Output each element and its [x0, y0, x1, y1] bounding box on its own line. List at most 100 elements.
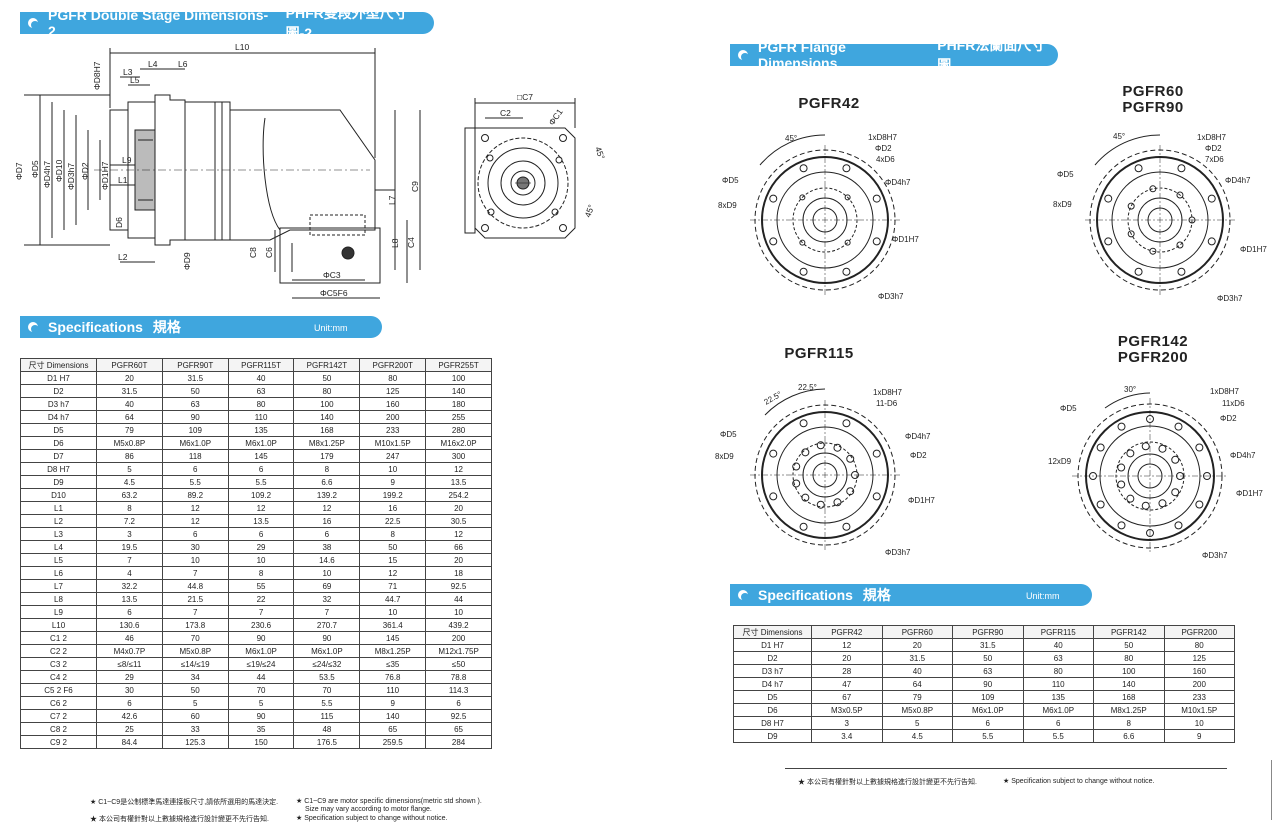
table-cell: 14.6 — [293, 553, 361, 567]
bolt-hole — [1089, 472, 1097, 480]
row-label: C5 2 F6 — [20, 683, 97, 697]
row-label: L6 — [20, 566, 97, 580]
table-cell: 150 — [227, 735, 295, 749]
table-cell: 125 — [1163, 651, 1235, 665]
row-label: D6 — [20, 436, 97, 450]
table-cell: 40 — [1022, 638, 1094, 652]
table-cell: 118 — [161, 449, 229, 463]
table-cell: 20 — [811, 651, 883, 665]
bolt-hole — [1096, 500, 1105, 509]
svg-text:L4: L4 — [148, 59, 158, 69]
bolt-hole — [844, 239, 851, 246]
svg-text:L6: L6 — [178, 59, 188, 69]
table-cell: 8 — [1093, 716, 1165, 730]
svg-text:L5: L5 — [130, 75, 140, 85]
note-cn-1: ★ C1~C9是公制標準馬達連接板尺寸,請依所選用的馬達決定. — [90, 799, 279, 806]
bolt-hole — [872, 449, 881, 458]
table-cell: 135 — [227, 423, 295, 437]
svg-text:30°: 30° — [1124, 385, 1136, 394]
table-header-row: 尺寸 Dimensions PGFR60T PGFR90T PGFR115T P… — [20, 358, 492, 372]
table-cell: 230.6 — [227, 618, 295, 632]
svg-text:ΦD5: ΦD5 — [722, 176, 739, 185]
bullet-icon — [736, 48, 750, 62]
bolt-hole — [1171, 488, 1180, 497]
table-cell: 9 — [359, 475, 427, 489]
row-label: L8 — [20, 592, 97, 606]
table-cell: 28 — [811, 664, 883, 678]
table-cell: 35 — [227, 722, 295, 736]
table-cell: 19.5 — [96, 540, 163, 554]
table-cell: 3 — [96, 527, 163, 541]
table-cell: 92.5 — [425, 709, 492, 723]
table-cell: 200 — [359, 410, 427, 424]
svg-text:45°: 45° — [582, 203, 596, 219]
svg-text:L7: L7 — [387, 195, 397, 205]
table-cell: 12 — [227, 501, 295, 515]
table-cell: 7 — [293, 605, 361, 619]
col-header: PGFR255T — [425, 358, 492, 372]
table-cell: ≤8/≤11 — [96, 657, 163, 671]
table-cell: 6.6 — [293, 475, 361, 489]
bolt-hole — [769, 449, 778, 458]
table-cell: 70 — [293, 683, 361, 697]
table-cell: 44.8 — [161, 579, 229, 593]
table-cell: 168 — [1093, 690, 1165, 704]
bolt-hole — [1117, 480, 1126, 489]
table-cell: 13.5 — [227, 514, 295, 528]
bolt-hole — [1146, 415, 1154, 423]
col-header: PGFR200 — [1163, 625, 1235, 639]
table-cell: 32.2 — [96, 579, 163, 593]
table-cell: 70 — [161, 631, 229, 645]
table-cell: 270.7 — [293, 618, 361, 632]
table-cell: 10 — [161, 553, 229, 567]
svg-text:ΦD4h7: ΦD4h7 — [1225, 176, 1251, 185]
table-cell: 6 — [161, 462, 229, 476]
bolt-hole — [1149, 247, 1157, 255]
table-cell: M16x2.0P — [425, 436, 492, 450]
svg-text:L9: L9 — [122, 155, 132, 165]
table-cell: 233 — [359, 423, 427, 437]
bullet-icon — [736, 588, 750, 602]
svg-text:ΦD1H7: ΦD1H7 — [1236, 489, 1263, 498]
col-header: PGFR200T — [359, 358, 427, 372]
table-cell: 50 — [952, 651, 1024, 665]
table-cell: 46 — [96, 631, 163, 645]
svg-text:4xD6: 4xD6 — [876, 155, 895, 164]
bolt-hole — [1117, 521, 1126, 530]
table-cell: 125.3 — [161, 735, 229, 749]
bolt-hole — [851, 471, 859, 479]
note-en-1: ★ C1~C9 are motor specific dimensions(me… — [296, 798, 482, 805]
left-header-title: PGFR Double Stage Dimensions-2 — [48, 7, 269, 39]
table-cell: 40 — [96, 397, 163, 411]
table-cell: 7.2 — [96, 514, 163, 528]
flange-title-pgfr115: PGFR115 — [784, 345, 854, 362]
bolt-hole — [1134, 267, 1143, 276]
svg-text:ΦD3h7: ΦD3h7 — [885, 548, 911, 557]
table-cell: 6 — [293, 527, 361, 541]
table-cell: 6 — [227, 527, 295, 541]
left-spec-table: 尺寸 Dimensions PGFR60T PGFR90T PGFR115T P… — [20, 358, 492, 749]
svg-text:C6: C6 — [264, 247, 274, 258]
row-label: D8 H7 — [20, 462, 97, 476]
bolt-hole — [842, 164, 851, 173]
bolt-hole — [1176, 241, 1184, 249]
bolt-hole — [1141, 442, 1150, 451]
table-cell: 25 — [96, 722, 163, 736]
svg-text:11xD6: 11xD6 — [1222, 399, 1245, 408]
table-cell: 90 — [161, 410, 229, 424]
svg-text:12xD9: 12xD9 — [1048, 457, 1072, 466]
table-cell: 4 — [96, 566, 163, 580]
table-cell: 10 — [1163, 716, 1235, 730]
table-cell: 80 — [1093, 651, 1165, 665]
svg-text:ΦD2: ΦD2 — [910, 451, 927, 460]
